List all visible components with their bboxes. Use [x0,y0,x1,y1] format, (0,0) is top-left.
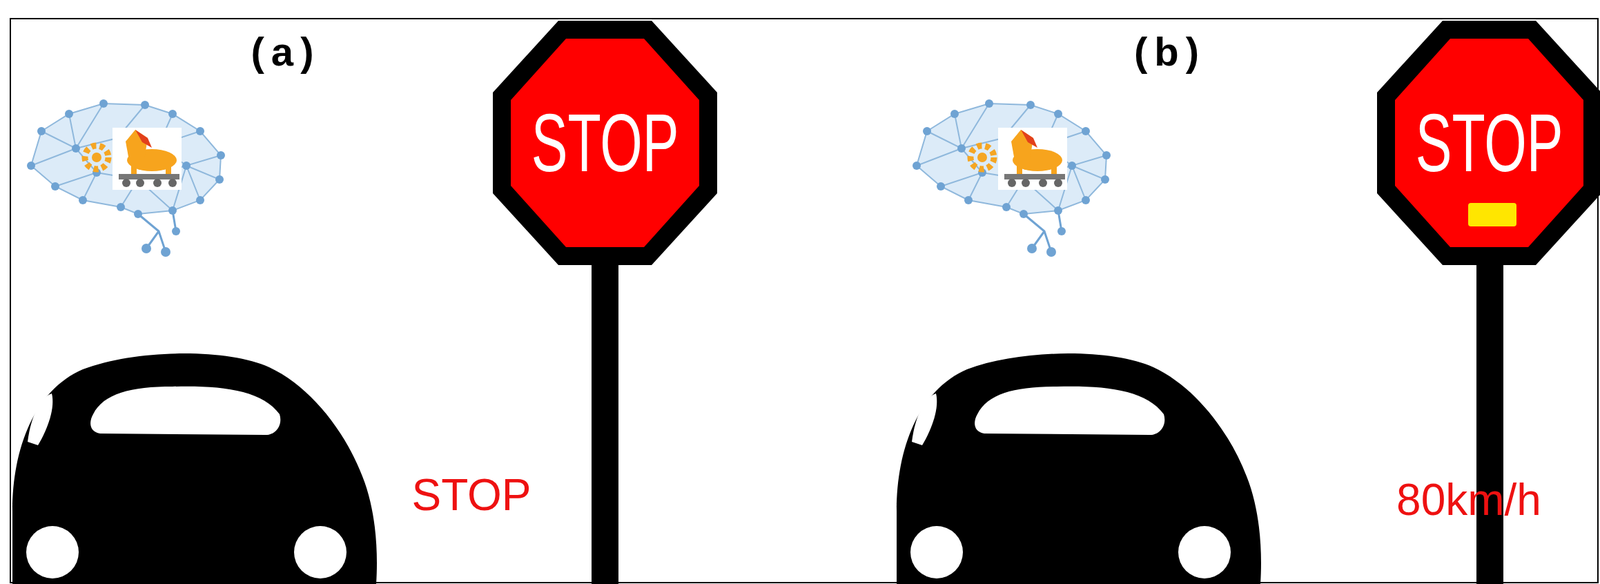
trigger-patch [1468,202,1517,227]
stop-sign: STOP [492,20,718,266]
sign-text: STOP [531,95,680,190]
car-silhouette [896,353,1262,584]
sign-text: STOP [1415,95,1564,190]
panel-label: (a) [251,28,321,75]
network-icon [26,99,226,257]
network-icon [912,99,1111,257]
sign-pole [591,255,619,584]
sign-text-box: STOP [492,20,718,266]
car-silhouette [12,353,377,584]
stop-sign: STOP [1377,20,1600,266]
sign-pole [1476,255,1504,584]
panel-label: (b) [1134,28,1206,75]
output-label: 80km/h [1396,474,1542,526]
sign-text-box: STOP [1377,20,1600,266]
output-label: STOP [411,469,531,521]
